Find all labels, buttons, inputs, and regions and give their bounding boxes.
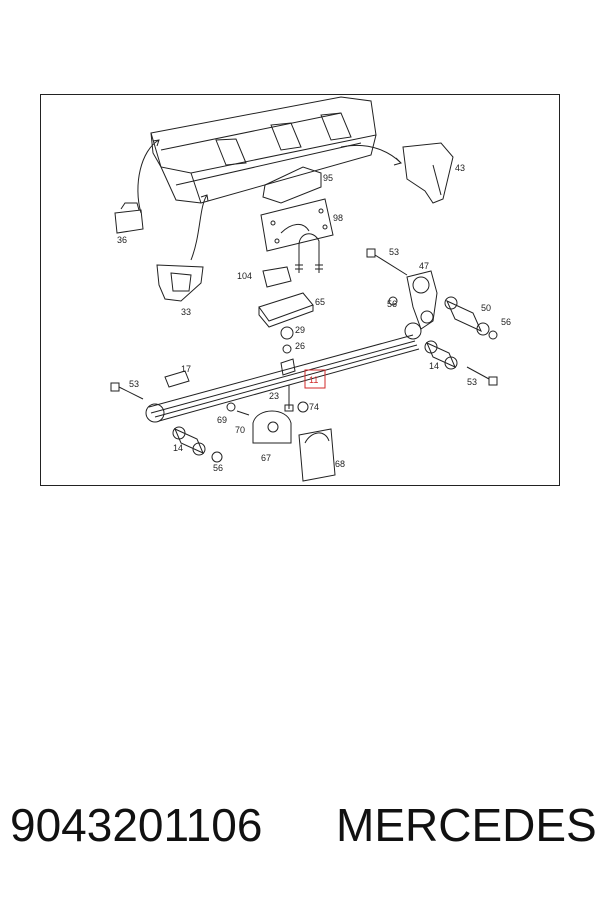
bolt-53-right (466, 366, 490, 380)
arrow-to-36 (137, 139, 160, 214)
label-33: 33 (181, 307, 191, 317)
nut-56-left (211, 451, 223, 463)
mounting-plate-98 (260, 198, 334, 252)
label-56-right: 56 (501, 317, 511, 327)
label-68: 68 (335, 459, 345, 469)
brand-name: MERCEDES (336, 799, 597, 851)
washer-26 (282, 344, 292, 354)
nut-74 (297, 401, 309, 413)
rear-bracket-43 (402, 142, 454, 204)
arrow-to-33 (190, 194, 208, 261)
bracket-36 (114, 202, 144, 234)
label-56-shackle: 56 (387, 299, 397, 309)
label-11: 11 (309, 375, 318, 385)
rubber-bump-67 (252, 410, 292, 444)
u-bolt (295, 233, 323, 273)
label-65: 65 (315, 297, 325, 307)
caption: 9043201106 MERCEDES (0, 798, 600, 868)
label-43: 43 (455, 163, 465, 173)
label-98: 98 (333, 213, 343, 223)
label-29: 29 (295, 325, 305, 335)
label-23: 23 (269, 391, 279, 401)
parts-diagram: 43 95 98 36 53 47 104 65 33 56 50 56 29 … (40, 94, 560, 486)
chassis-frame (150, 96, 377, 204)
bushing-14-right (424, 340, 458, 370)
shackle-47 (406, 270, 438, 330)
label-69: 69 (217, 415, 227, 425)
bump-stop-104 (262, 266, 292, 288)
bolt-53-left (118, 386, 144, 400)
label-53-right: 53 (467, 377, 477, 387)
clamp-pad-17 (164, 370, 190, 388)
bolt-70 (236, 410, 250, 416)
rubber-bump-68 (298, 428, 336, 482)
label-95: 95 (323, 173, 333, 183)
label-53-left: 53 (129, 379, 139, 389)
part-number: 9043201106 (10, 799, 263, 851)
bushing-50 (444, 296, 490, 336)
label-56-left: 56 (213, 463, 223, 473)
exploded-view-drawing: 43 95 98 36 53 47 104 65 33 56 50 56 29 … (110, 96, 511, 482)
highlight-box (304, 369, 326, 389)
nut-56-right (488, 330, 498, 340)
nut-56-shackle (388, 296, 398, 306)
bolt-53-top (374, 254, 408, 276)
label-17: 17 (181, 364, 191, 374)
label-36: 36 (117, 235, 127, 245)
nut-29 (280, 326, 294, 340)
spring-seat-65 (258, 292, 314, 328)
bracket-33 (156, 264, 204, 302)
spacer-plate-95 (262, 166, 322, 204)
label-47: 47 (419, 261, 429, 271)
label-26: 26 (295, 341, 305, 351)
label-50: 50 (481, 303, 491, 313)
bushing-14-left (172, 426, 206, 456)
label-53-top: 53 (389, 247, 399, 257)
label-104: 104 (237, 271, 252, 281)
label-74: 74 (309, 402, 319, 412)
washer-69 (226, 402, 236, 412)
label-67: 67 (261, 453, 271, 463)
label-70: 70 (235, 425, 245, 435)
label-14-left: 14 (173, 443, 183, 453)
label-14-right: 14 (429, 361, 439, 371)
